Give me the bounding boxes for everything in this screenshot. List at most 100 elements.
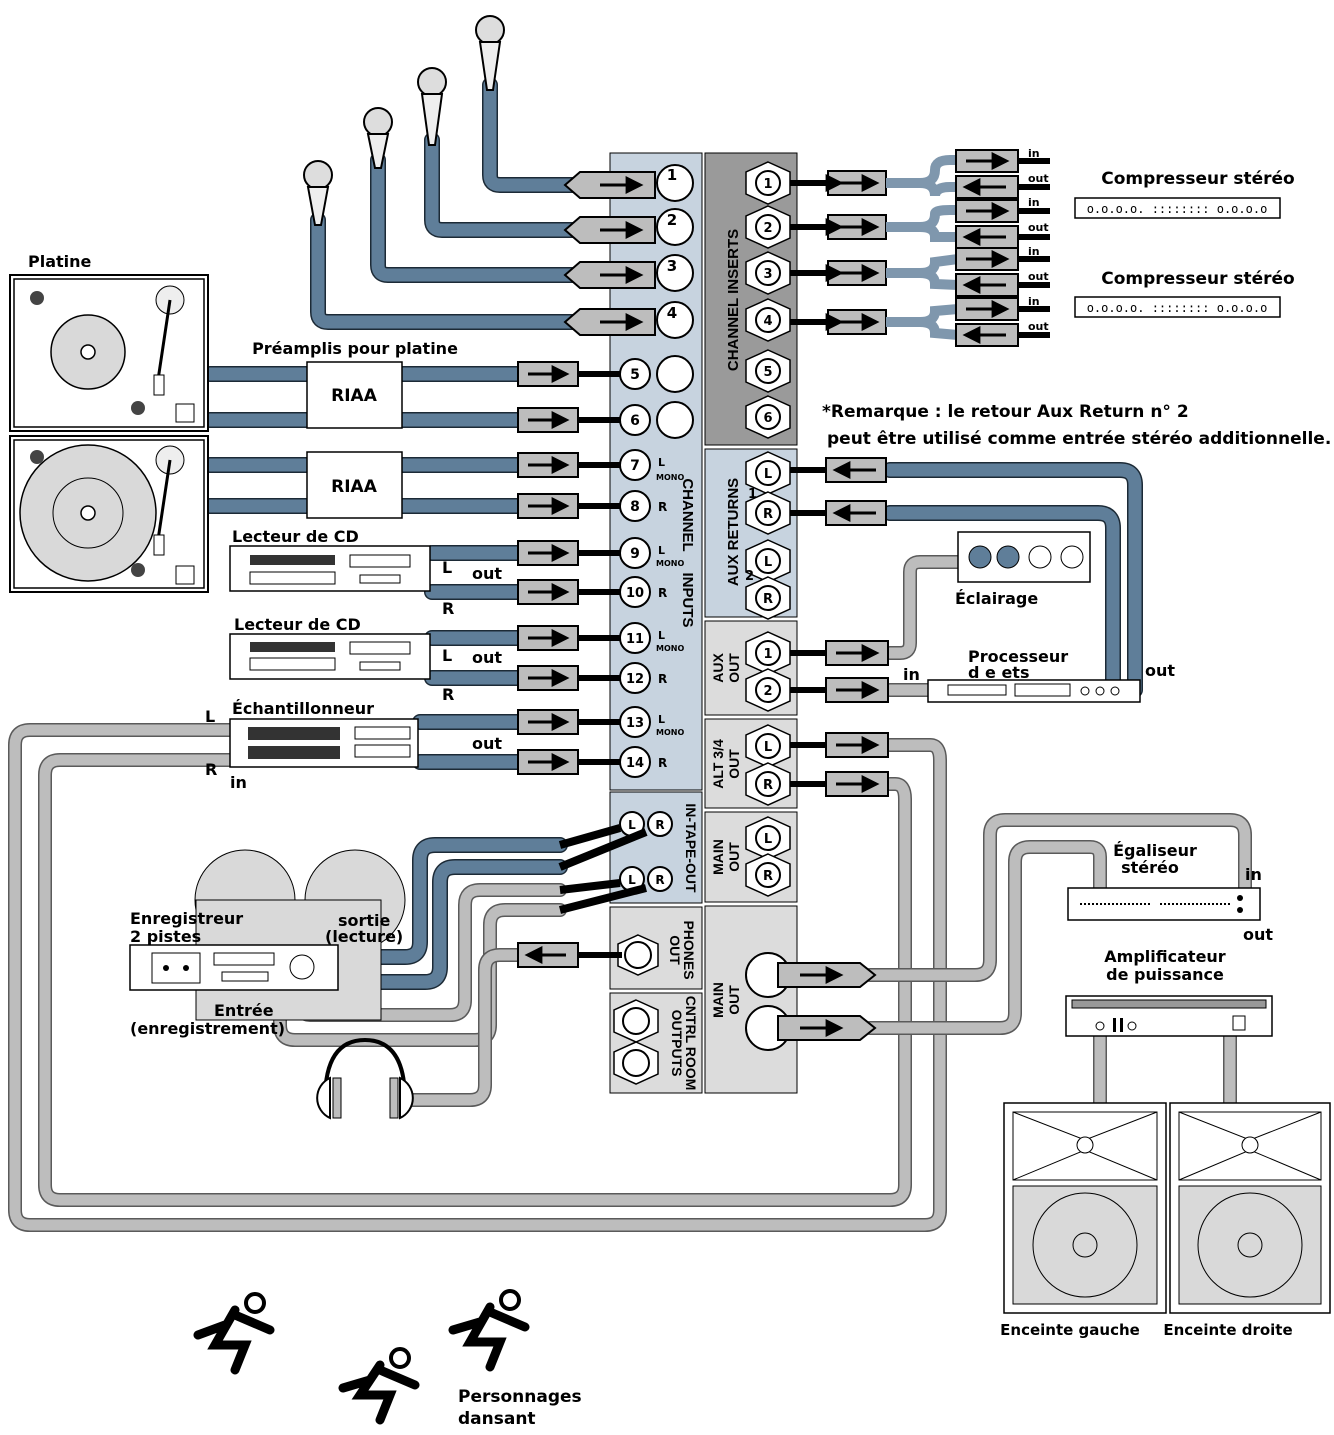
cd2-R: R: [442, 685, 454, 704]
recorder-label-2: 2 pistes: [130, 927, 201, 946]
cd-player-1-label: Lecteur de CD: [232, 527, 359, 546]
turntable-label: Platine: [28, 252, 92, 271]
tape-in-R: R: [655, 818, 664, 832]
channel-5-number: 5: [630, 367, 640, 383]
stereo-eq: [1067, 887, 1261, 921]
aux-return-R2: R: [763, 592, 773, 607]
tape-in-L: L: [628, 818, 636, 832]
processor-label-1: Processeur: [968, 647, 1068, 666]
insert-3: 3: [763, 267, 772, 282]
recorder-label-1: Enregistreur: [130, 909, 243, 928]
playback-label-2: (lecture): [325, 927, 403, 946]
sampler-label: Échantillonneur: [232, 699, 374, 718]
cntrl-room-label-2: OUTPUTS: [669, 1010, 685, 1077]
insert2-in: in: [1028, 196, 1040, 209]
insert-jacks: [745, 161, 791, 439]
ch11-mono: MONO: [656, 644, 684, 653]
control-room-jacks: [613, 999, 659, 1085]
processor-in: in: [903, 665, 920, 684]
riaa-box-1: [306, 361, 403, 429]
channel-7-number: 7: [630, 458, 640, 474]
cd1-L: L: [442, 558, 452, 577]
aux-return-L1: L: [764, 467, 772, 482]
dancers-label-1: Personnages: [458, 1387, 582, 1407]
aux-out-num-2: 2: [763, 684, 772, 699]
in-tape-out-label: IN-TAPE-OUT: [683, 803, 699, 893]
mic-plugs: [563, 164, 694, 339]
speaker-left: [1003, 1102, 1167, 1314]
record-label-1: Entrée: [214, 1001, 274, 1020]
channel-inputs-label-1: CHANNEL: [679, 478, 696, 551]
aux-return-jacks: [745, 451, 887, 620]
turntable-2: [9, 435, 209, 593]
aux-return-L2: L: [764, 555, 772, 570]
svg-text:o.o.o.o. :::::::: o.o.o.o: o.o.o.o. :::::::: o.o.o.o: [1087, 202, 1268, 216]
aux-return-num-1: 1: [748, 487, 757, 502]
tape-out-L: L: [628, 873, 636, 887]
aux-out-label-2: OUT: [726, 653, 742, 683]
aux-out-num-1: 1: [763, 647, 772, 662]
cd-player-1: [229, 545, 431, 592]
ch7-mono: MONO: [656, 473, 684, 482]
cd1-out: out: [472, 564, 502, 583]
dancing-figure-icon: [448, 1289, 530, 1372]
ch13-mono: MONO: [656, 728, 684, 737]
svg-text:o.o.o.o. :::::::: o.o.o.o: o.o.o.o. :::::::: o.o.o.o: [1087, 301, 1268, 315]
insert-numbers: 1 2 3 4 5 6: [763, 177, 772, 426]
channel-3-number: 3: [667, 257, 677, 275]
insert-6: 6: [763, 411, 772, 426]
playback-label-1: sortie: [338, 911, 391, 930]
lighting-controller: [957, 531, 1091, 583]
riaa-label-2: RIAA: [331, 477, 378, 497]
main-xlr-outs: [745, 952, 877, 1051]
line-plugs: [517, 355, 694, 778]
speaker-right: [1169, 1102, 1331, 1314]
sampler-R: R: [205, 760, 217, 779]
eq-label-1: Égaliseur: [1113, 841, 1197, 860]
power-amplifier: [1065, 995, 1273, 1037]
compressor-1: o.o.o.o. :::::::: o.o.o.o: [1074, 197, 1281, 219]
main-out2-label-2: OUT: [726, 985, 742, 1015]
channel-numbers-xlr: 1 2 3 4: [667, 166, 677, 322]
riaa-box-2: [306, 451, 403, 519]
insert3-out: out: [1028, 270, 1049, 283]
ch12-R: R: [658, 672, 667, 686]
channel-8-number: 8: [630, 499, 640, 515]
channel-4-number: 4: [667, 304, 677, 322]
ch7-L: L: [658, 456, 665, 469]
channel-6-number: 6: [630, 413, 640, 429]
turntable-1: [9, 274, 209, 432]
channel-11-number: 11: [626, 632, 644, 647]
channel-2-number: 2: [667, 211, 677, 229]
channel-1-number: 1: [667, 166, 677, 184]
insert4-out: out: [1028, 320, 1049, 333]
lighting-label: Éclairage: [955, 589, 1038, 608]
effects-processor: [927, 679, 1141, 703]
sampler-out: out: [472, 734, 502, 753]
cd2-L: L: [442, 646, 452, 665]
alt-out-label-2: OUT: [726, 749, 742, 779]
sampler-L: L: [205, 707, 215, 726]
eq-in: in: [1245, 865, 1262, 884]
channel-numbers-line: 5 6 7 8 9 10 11 12 13 14 L MONO R L MONO…: [626, 367, 685, 771]
alt-out-R: R: [763, 778, 773, 793]
headphones-icon: [316, 1037, 414, 1120]
aux-out-label-1: AUX: [710, 653, 726, 683]
speaker-left-label: Enceinte gauche: [1000, 1321, 1140, 1339]
channel-10-number: 10: [626, 586, 644, 601]
cntrl-room-label-1: CNTRL ROOM: [683, 996, 699, 1091]
phones-jack: [517, 934, 659, 976]
insert1-out: out: [1028, 172, 1049, 185]
eq-out: out: [1243, 925, 1273, 944]
eq-label-2: stéréo: [1121, 858, 1179, 877]
processor-out: out: [1145, 661, 1175, 680]
microphones: [303, 15, 505, 226]
ch11-L: L: [658, 629, 665, 642]
channel-13-number: 13: [626, 716, 644, 731]
tape-recorder: [129, 849, 406, 1021]
compressor-2: o.o.o.o. :::::::: o.o.o.o: [1074, 296, 1281, 318]
alt-out-jacks: [745, 724, 889, 806]
channel-inputs-label-2: INPUTS: [679, 572, 696, 627]
insert4-in: in: [1028, 295, 1040, 308]
